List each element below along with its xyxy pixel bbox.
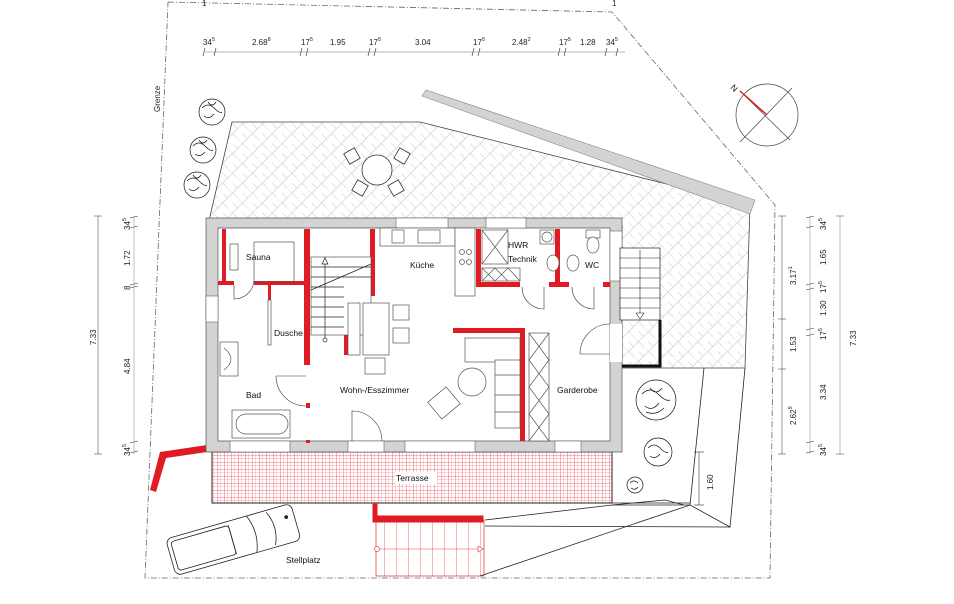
svg-text:345: 345 — [818, 444, 828, 456]
svg-text:175: 175 — [301, 37, 313, 47]
room-label-dusche: Dusche — [274, 328, 303, 338]
room-label-wohn: Wohn-/Esszimmer — [340, 385, 409, 395]
svg-text:345: 345 — [203, 37, 215, 47]
windows — [205, 217, 623, 453]
svg-text:175: 175 — [473, 37, 485, 47]
svg-text:3.171: 3.171 — [788, 266, 798, 285]
axis-marker-left: 1 — [202, 0, 207, 8]
boundary-label: Grenze — [153, 85, 162, 112]
landscape-slope — [479, 367, 746, 577]
svg-text:1.30: 1.30 — [819, 300, 828, 316]
north-arrow: N — [729, 82, 799, 147]
svg-text:8: 8 — [123, 285, 132, 290]
svg-text:345: 345 — [122, 218, 132, 230]
svg-text:2.482: 2.482 — [512, 37, 531, 47]
svg-text:2.629: 2.629 — [788, 406, 798, 425]
svg-text:2.688: 2.688 — [252, 37, 271, 47]
svg-text:1.72: 1.72 — [123, 250, 132, 266]
svg-text:175: 175 — [559, 37, 571, 47]
retaining-wall-left — [150, 445, 207, 492]
svg-text:175: 175 — [818, 328, 828, 340]
room-label-terrasse: Terrasse — [396, 473, 429, 483]
exterior-walls — [205, 217, 623, 453]
svg-text:3.34: 3.34 — [819, 384, 828, 400]
dim-chain-top: 345 2.688 175 1.95 175 3.04 175 2.482 17… — [202, 37, 625, 57]
svg-text:1.65: 1.65 — [819, 249, 828, 265]
room-label-technik: Technik — [508, 254, 538, 264]
room-label-hwr: HWR — [508, 240, 528, 250]
svg-text:3.04: 3.04 — [415, 38, 431, 47]
svg-text:7.33: 7.33 — [849, 330, 858, 346]
interior-stairs — [310, 257, 372, 343]
room-label-garderobe: Garderobe — [557, 385, 598, 395]
svg-text:4.84: 4.84 — [123, 358, 132, 374]
stair-retaining-wall — [372, 503, 484, 523]
svg-text:7.33: 7.33 — [89, 329, 98, 345]
dim-chain-left: 7.33 345 1.72 8 4.84 345 — [89, 215, 139, 456]
ramp-height-dim: 1.60 — [706, 474, 715, 490]
svg-text:1.28: 1.28 — [580, 38, 596, 47]
svg-text:345: 345 — [606, 37, 618, 47]
svg-text:175: 175 — [818, 281, 828, 293]
dim-chain-right: 3.171 1.53 2.629 345 1.65 175 1.30 175 3… — [778, 215, 858, 456]
tree-icons — [183, 98, 677, 494]
north-label: N — [729, 82, 740, 93]
room-label-kueche: Küche — [410, 260, 434, 270]
svg-text:345: 345 — [818, 218, 828, 230]
car-parking — [166, 504, 301, 575]
svg-text:1.53: 1.53 — [789, 336, 798, 352]
svg-text:1.95: 1.95 — [330, 38, 346, 47]
outdoor-table-set — [343, 147, 411, 197]
fixtures — [219, 227, 601, 442]
property-boundary — [144, 1, 776, 579]
svg-text:345: 345 — [122, 444, 132, 456]
door-swings — [233, 280, 595, 442]
svg-text:175: 175 — [369, 37, 381, 47]
outdoor-stairs — [375, 519, 485, 577]
room-label-wc: WC — [585, 260, 599, 270]
room-label-sauna: Sauna — [246, 252, 271, 262]
room-label-stellplatz: Stellplatz — [286, 555, 321, 565]
axis-marker-right: 1 — [612, 0, 617, 8]
garden-wall — [421, 89, 756, 215]
room-label-bad: Bad — [246, 390, 261, 400]
